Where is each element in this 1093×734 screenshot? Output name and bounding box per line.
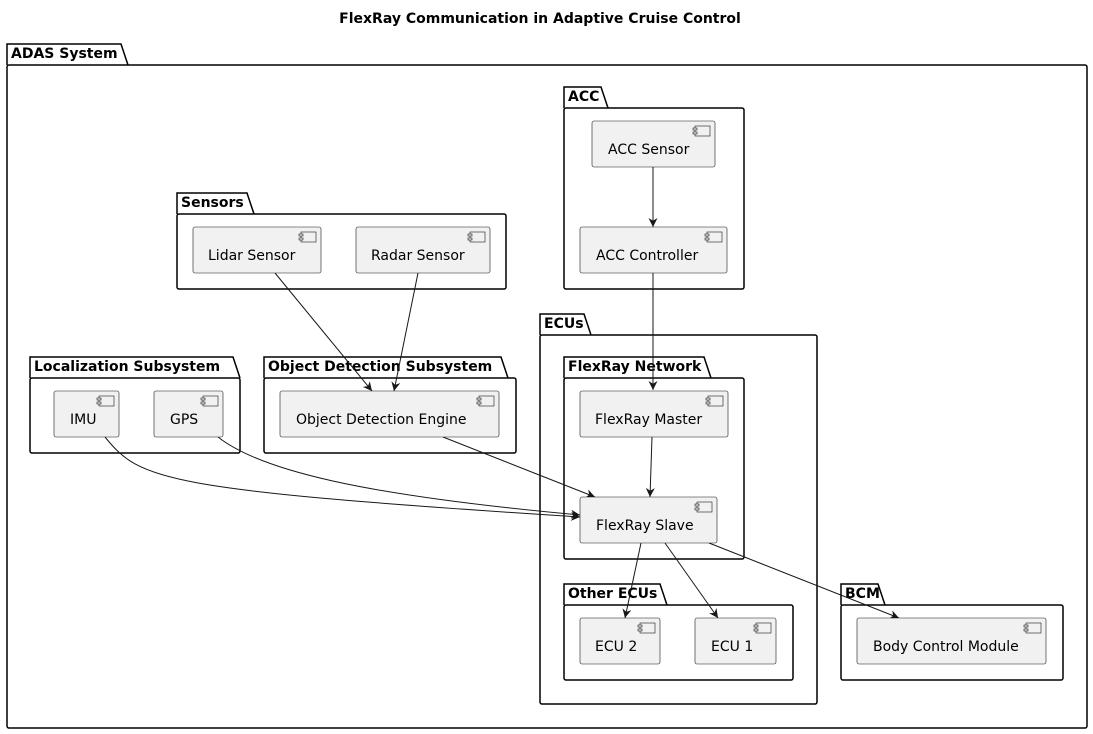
diagram-title: FlexRay Communication in Adaptive Cruise… [339, 11, 741, 27]
component-gps: GPS [153, 390, 224, 438]
component-label-acc-controller: ACC Controller [596, 248, 698, 264]
component-label-ecu-2: ECU 2 [595, 639, 637, 655]
package-label-localization: Localization Subsystem [34, 359, 220, 375]
edge-object-detection-to-slave [442, 436, 596, 498]
package-label-acc: ACC [568, 89, 599, 105]
component-body-control-module: Body Control Module [856, 617, 1047, 665]
edge-flexray-master-to-slave [645, 436, 655, 498]
component-object-detection-engine: Object Detection Engine [279, 390, 500, 438]
component-imu: IMU [53, 390, 120, 438]
component-label-flexray-slave: FlexRay Slave [596, 518, 694, 534]
edge-imu-to-slave [104, 436, 581, 521]
component-label-ecu-1: ECU 1 [711, 639, 753, 655]
component-label-acc-sensor: ACC Sensor [608, 142, 690, 158]
package-label-adas: ADAS System [11, 46, 118, 62]
edge-slave-to-ecu2 [622, 542, 642, 619]
component-label-imu: IMU [70, 412, 96, 428]
package-label-sensors: Sensors [181, 195, 244, 211]
package-label-object-detection: Object Detection Subsystem [268, 359, 492, 375]
package-label-ecus: ECUs [544, 316, 584, 332]
component-flexray-master: FlexRay Master [579, 390, 729, 438]
component-radar-sensor: Radar Sensor [355, 226, 491, 274]
component-label-object-detection-engine: Object Detection Engine [296, 412, 467, 428]
component-ecu-1: ECU 1 [694, 617, 777, 665]
component-label-radar-sensor: Radar Sensor [371, 248, 465, 264]
edge-gps-to-slave [217, 436, 581, 519]
component-label-flexray-master: FlexRay Master [595, 412, 702, 428]
connections [104, 167, 900, 619]
component-ecu-2: ECU 2 [579, 617, 661, 665]
package-label-other-ecus: Other ECUs [568, 586, 657, 602]
component-acc-controller: ACC Controller [579, 226, 728, 274]
component-label-lidar-sensor: Lidar Sensor [208, 248, 296, 264]
component-label-body-control-module: Body Control Module [873, 639, 1019, 655]
edge-radar-to-object-detection [391, 272, 419, 392]
component-acc-sensor: ACC Sensor [591, 120, 716, 168]
package-label-flexray-network: FlexRay Network [568, 359, 702, 375]
edge-lidar-to-object-detection [274, 272, 373, 392]
component-flexray-slave: FlexRay Slave [579, 496, 718, 544]
component-label-gps: GPS [170, 412, 198, 428]
component-lidar-sensor: Lidar Sensor [192, 226, 322, 274]
edge-slave-to-bcm [708, 542, 900, 619]
edge-slave-to-ecu1 [664, 542, 719, 619]
package-label-bcm: BCM [845, 586, 880, 602]
